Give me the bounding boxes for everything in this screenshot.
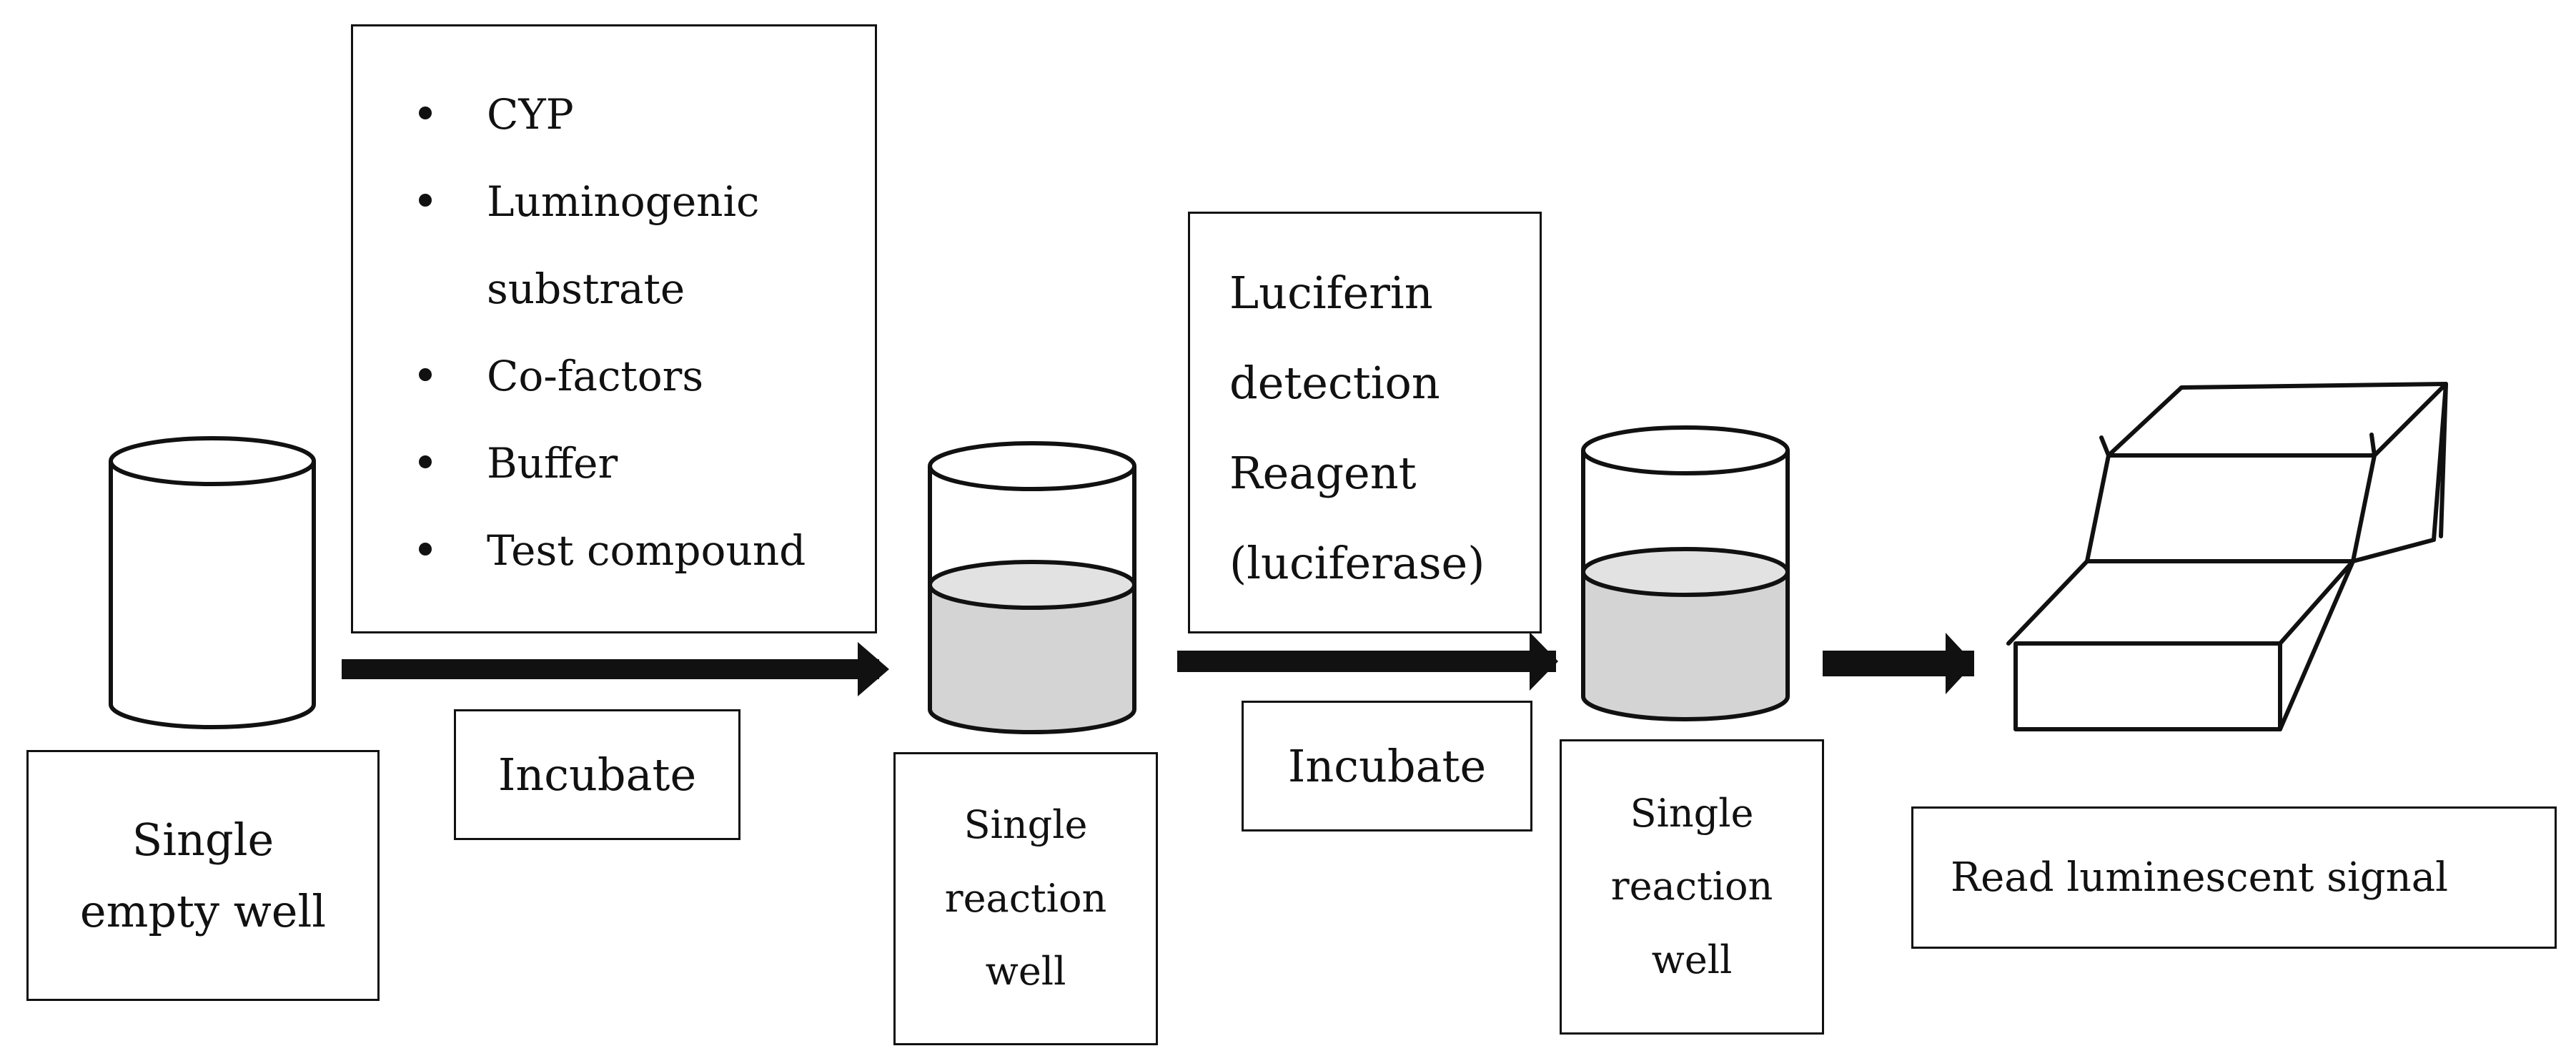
reagent-list-box: CYP Luminogenic substrate Co-factors Buf… — [351, 24, 877, 633]
empty-well-cylinder — [109, 436, 316, 729]
incubate-step-1-label: Incubate — [497, 748, 697, 801]
reaction-well-1-label-line-2: reaction — [944, 875, 1107, 921]
arrow-2 — [1177, 632, 1558, 691]
reagent-item-luminogenic-substrate: Luminogenic substrate — [382, 158, 806, 332]
reagent-item-text: CYP — [487, 90, 574, 139]
reaction-well-1-label-line-3: well — [985, 949, 1066, 995]
read-signal-label: Read luminescent signal — [1951, 854, 2449, 901]
arrow-1 — [342, 642, 889, 696]
empty-well-label-line-2: empty well — [79, 884, 327, 937]
reagent-item-buffer: Buffer — [382, 420, 806, 507]
bullet-icon — [419, 543, 432, 556]
reaction-well-2-label-line-1: Single — [1630, 790, 1754, 836]
detection-reagent-line-1: Luciferin — [1229, 267, 1433, 319]
reagent-item-text-continued: substrate — [487, 265, 685, 313]
bullet-icon — [419, 455, 432, 468]
reaction-well-2-label-box: Single reaction well — [1560, 739, 1824, 1035]
reaction-well-2-cylinder — [1581, 425, 1790, 721]
reaction-well-1-cylinder — [928, 441, 1136, 734]
reagent-item-text: Co-factors — [487, 352, 704, 400]
reagent-item-text: Buffer — [487, 439, 618, 488]
reagent-item-test-compound: Test compound — [382, 507, 806, 594]
bullet-icon — [419, 368, 432, 381]
reagent-item-cyp: CYP — [382, 71, 806, 158]
reagent-item-text: Test compound — [487, 526, 806, 575]
detection-reagent-line-2: detection — [1229, 357, 1440, 409]
detection-reagent-box: Luciferin detection Reagent (luciferase) — [1188, 212, 1542, 633]
read-signal-box: Read luminescent signal — [1911, 806, 2557, 949]
detection-reagent-line-4: (luciferase) — [1229, 537, 1485, 589]
reaction-well-2-label-line-3: well — [1651, 937, 1733, 982]
incubate-step-2-box: Incubate — [1242, 701, 1532, 831]
incubate-step-1-box: Incubate — [454, 709, 740, 840]
bullet-icon — [419, 107, 432, 119]
detection-reagent-line-3: Reagent — [1229, 447, 1417, 499]
reagent-item-co-factors: Co-factors — [382, 332, 806, 420]
reaction-well-1-label-line-1: Single — [963, 802, 1088, 848]
empty-well-label-line-1: Single — [132, 814, 274, 867]
plate-reader-icon — [2006, 382, 2448, 731]
bullet-icon — [419, 194, 432, 207]
arrow-3 — [1823, 633, 1974, 694]
reagent-list: CYP Luminogenic substrate Co-factors Buf… — [382, 71, 806, 594]
reaction-well-1-label-box: Single reaction well — [893, 752, 1158, 1045]
reaction-well-2-label-line-2: reaction — [1610, 864, 1773, 909]
empty-well-label-box: Single empty well — [26, 750, 380, 1001]
incubate-step-2-label: Incubate — [1287, 739, 1487, 792]
reagent-item-text: Luminogenic — [487, 177, 760, 226]
